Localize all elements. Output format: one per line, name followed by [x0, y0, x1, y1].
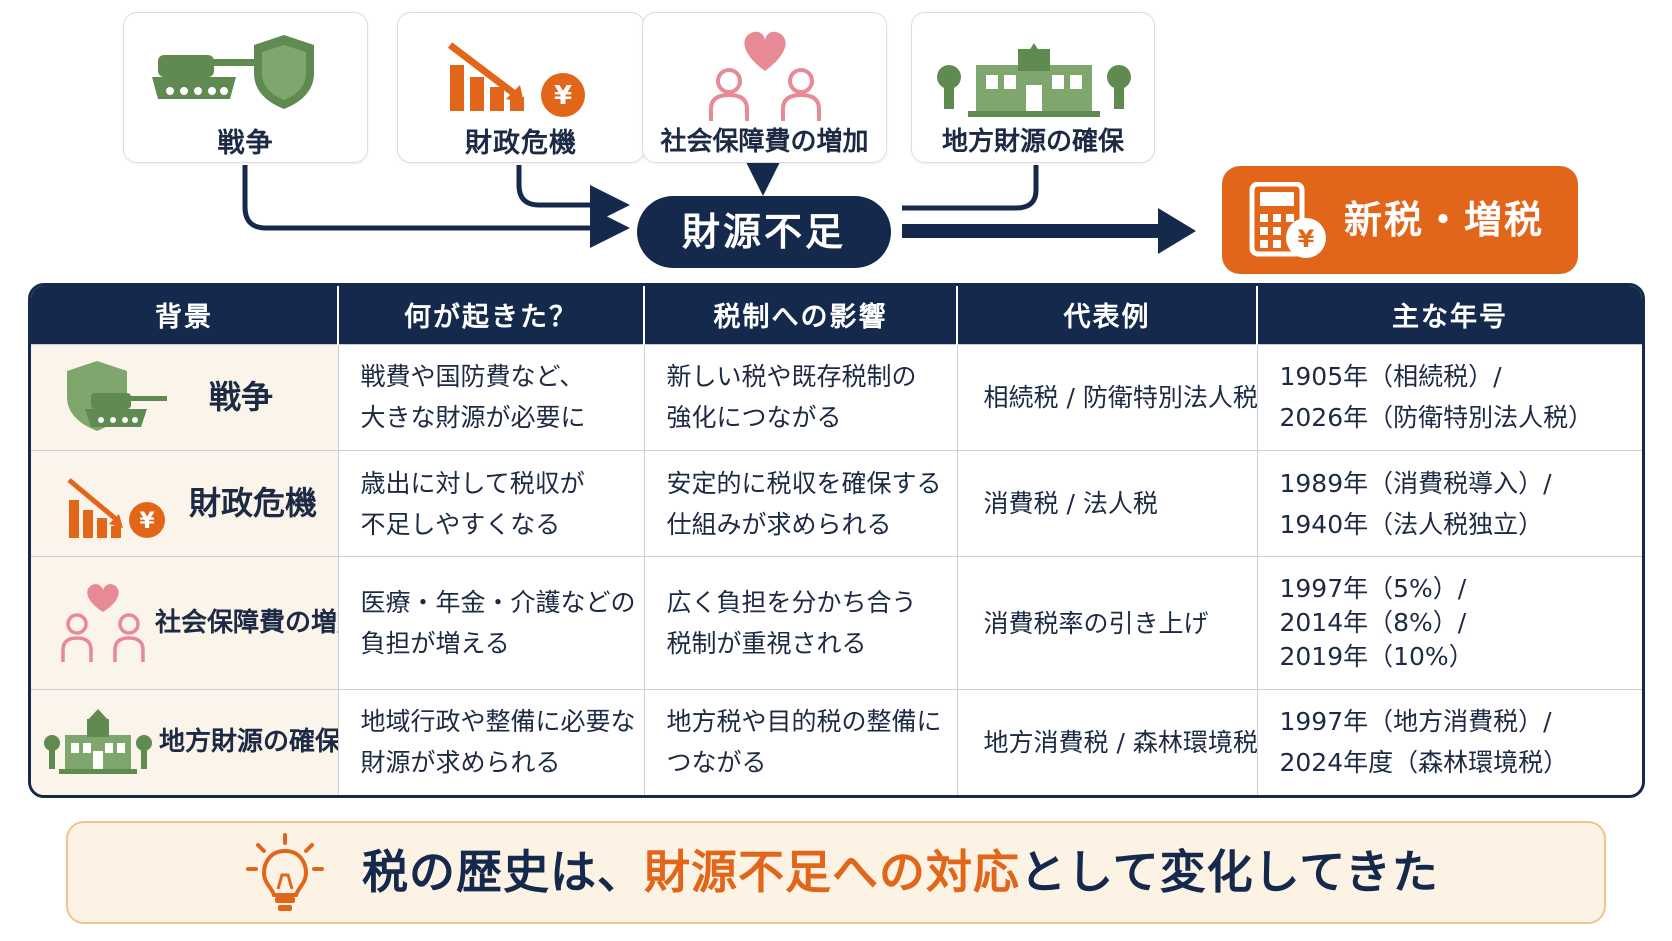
row-background-cell: 地方財源の確保 [31, 688, 339, 795]
cause-label-social-security: 社会保障費の増加 [660, 127, 869, 157]
row-impact-line: 仕組みが求められる [666, 509, 892, 539]
row-year-line: 1997年（地方消費税）/ [1279, 707, 1552, 737]
row-years-cell: 1997年（5%）/ 2014年（8%）/ 2019年（10%） [1257, 556, 1642, 690]
conclusion-text: 税の歴史は、財源不足への対応として変化してきた [362, 823, 1439, 922]
row-background-cell: 社会保障費の増加 [31, 556, 339, 690]
row-what-cell: 戦費や国防費など、 大きな財源が必要に [338, 343, 645, 451]
row-impact-line: 新しい税や既存税制の [666, 362, 917, 392]
arrow-war-to-shortage [242, 165, 630, 248]
svg-text:¥: ¥ [1298, 225, 1315, 253]
tank-shield-icon [152, 35, 314, 109]
conclusion-text-before: 税の歴史は、 [362, 845, 644, 899]
background-table: 背景 何が起きた？ 税制への影響 代表例 主な年号 [28, 283, 1645, 798]
conclusion-text-highlight: 財源不足への対応 [644, 845, 1020, 899]
row-year-line: 2014年（8%）/ [1279, 608, 1467, 638]
row-background-cell: ¥ 財政危機 [31, 449, 339, 557]
cause-label-war: 戦争 [217, 128, 274, 159]
row-year-line: 2026年（防衛特別法人税） [1279, 403, 1594, 433]
row-impact-line: 地方税や目的税の整備に [666, 707, 942, 737]
header-years: 主な年号 [1257, 286, 1642, 344]
row-background-label: 戦争 [209, 377, 274, 416]
row-year-line: 1905年（相続税）/ [1279, 362, 1502, 392]
row-years-cell: 1997年（地方消費税）/ 2024年度（森林環境税） [1257, 688, 1642, 795]
new-tax-label: 新税・増税 [1344, 198, 1545, 242]
svg-text:¥: ¥ [139, 509, 155, 534]
row-what-line: 負担が増える [360, 629, 510, 659]
row-what-line: 不足しやすくなる [360, 509, 561, 539]
row-year-line: 1940年（法人税独立） [1279, 509, 1544, 539]
row-impact-cell: 安定的に税収を確保する 仕組みが求められる [644, 449, 958, 557]
declining-chart-yen-icon: ¥ [447, 42, 585, 117]
row-year-line: 2019年（10%） [1279, 642, 1474, 672]
row-year-line: 1997年（5%）/ [1279, 574, 1467, 604]
row-example-cell: 相続税 / 防衛特別法人税 [957, 343, 1258, 451]
row-what-line: 地域行政や整備に必要な [360, 707, 636, 737]
cause-card-war: 戦争 [123, 12, 368, 163]
row-what-line: 医療・年金・介護などの [360, 588, 636, 618]
table-row: 社会保障費の増加 医療・年金・介護などの 負担が増える 広く負担を分かち合う 税… [31, 556, 1642, 690]
cause-label-fiscal-crisis: 財政危機 [465, 128, 577, 159]
row-what-cell: 医療・年金・介護などの 負担が増える [338, 556, 645, 690]
row-years-cell: 1989年（消費税導入）/ 1940年（法人税独立） [1257, 449, 1642, 557]
row-impact-cell: 地方税や目的税の整備に つながる [644, 688, 958, 795]
shield-tank-icon [67, 361, 167, 432]
cause-label-local-revenue: 地方財源の確保 [941, 127, 1124, 157]
cause-card-fiscal-crisis: ¥ 財政危機 [397, 12, 645, 163]
row-background-cell: 戦争 [31, 343, 339, 451]
row-year-line: 2024年度（森林環境税） [1279, 748, 1569, 778]
people-heart-icon [61, 584, 145, 663]
cause-card-social-security: 社会保障費の増加 [642, 12, 887, 163]
calculator-yen-icon: ¥ [1249, 182, 1326, 258]
header-background: 背景 [31, 286, 339, 344]
row-year-line: 1989年（消費税導入）/ [1279, 468, 1552, 498]
row-impact-line: 安定的に税収を確保する [666, 468, 942, 498]
header-tax-impact: 税制への影響 [644, 286, 958, 344]
cause-card-local-revenue: 地方財源の確保 [911, 12, 1155, 163]
row-background-label: 財政危機 [189, 484, 318, 523]
arrow-head-to-newtax [1158, 208, 1196, 254]
town-hall-icon [44, 709, 152, 775]
svg-text:¥: ¥ [554, 81, 572, 111]
conclusion-banner: 税の歴史は、財源不足への対応として変化してきた [66, 821, 1606, 924]
declining-chart-yen-icon: ¥ [67, 477, 165, 538]
row-impact-line: 税制が重視される [666, 629, 867, 659]
row-what-line: 大きな財源が必要に [360, 403, 586, 433]
table-row: 戦争 戦費や国防費など、 大きな財源が必要に 新しい税や既存税制の 強化につなが… [31, 343, 1642, 451]
row-impact-cell: 広く負担を分かち合う 税制が重視される [644, 556, 958, 690]
row-years-cell: 1905年（相続税）/ 2026年（防衛特別法人税） [1257, 343, 1642, 451]
row-what-line: 戦費や国防費など、 [360, 362, 585, 392]
row-what-cell: 歳出に対して税収が 不足しやすくなる [338, 449, 645, 557]
town-hall-icon [937, 43, 1131, 117]
arrow-local-to-shortage [902, 165, 1039, 211]
row-what-line: 歳出に対して税収が [360, 468, 585, 498]
new-tax-box: ¥ 新税・増税 [1222, 166, 1578, 274]
row-background-label: 地方財源の確保 [159, 726, 338, 757]
shortage-pill: 財源不足 [637, 196, 891, 268]
flow-arrows [242, 156, 1196, 254]
row-what-cell: 地域行政や整備に必要な 財源が求められる [338, 688, 645, 795]
row-impact-line: つながる [666, 748, 767, 778]
table-row: 地方財源の確保 地域行政や整備に必要な 財源が求められる 地方税や目的税の整備に… [31, 688, 1642, 795]
row-impact-cell: 新しい税や既存税制の 強化につながる [644, 343, 958, 451]
header-example: 代表例 [957, 286, 1258, 344]
lightbulb-icon [246, 833, 324, 911]
row-example-cell: 消費税率の引き上げ [957, 556, 1258, 690]
row-impact-line: 広く負担を分かち合う [666, 588, 917, 618]
row-background-label: 社会保障費の増加 [155, 607, 338, 638]
row-example-cell: 地方消費税 / 森林環境税 [957, 688, 1258, 795]
table-row: ¥ 財政危機 歳出に対して税収が 不足しやすくなる 安定的に税収を確保する 仕組… [31, 449, 1642, 557]
arrow-crisis-to-shortage [516, 165, 630, 225]
table-header-row: 背景 何が起きた？ 税制への影響 代表例 主な年号 [31, 286, 1642, 344]
row-impact-line: 強化につながる [666, 403, 842, 433]
row-example-cell: 消費税 / 法人税 [957, 449, 1258, 557]
header-what-happened: 何が起きた？ [338, 286, 645, 344]
conclusion-text-after: として変化してきた [1020, 845, 1439, 899]
row-what-line: 財源が求められる [360, 748, 561, 778]
people-heart-icon [709, 31, 821, 121]
